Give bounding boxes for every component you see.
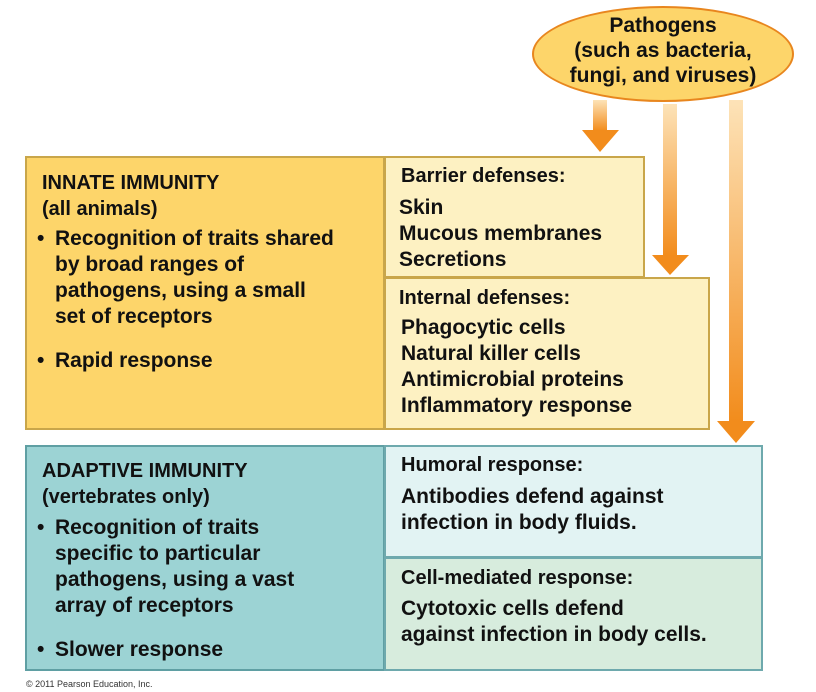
pathogens-line-1: Pathogens: [609, 14, 717, 37]
cellmed-body-line-2: against infection in body cells.: [401, 623, 707, 646]
barrier-item-mucous: Mucous membranes: [399, 222, 603, 245]
cellmed-heading: Cell-mediated response:: [401, 567, 634, 589]
internal-item-inflammatory: Inflammatory response: [401, 394, 633, 417]
internal-item-phagocytic: Phagocytic cells: [401, 316, 566, 339]
arrow-to-internal: [652, 104, 689, 275]
pathogens-line-3: fungi, and viruses): [569, 64, 757, 87]
cellmed-body-line-1: Cytotoxic cells defend: [401, 597, 624, 620]
innate-bullet-1-line-3: pathogens, using a small: [55, 279, 306, 302]
innate-bullet-1-line-2: by broad ranges of: [55, 253, 245, 276]
arrow-to-barrier: [582, 100, 619, 152]
internal-item-antimicrobial: Antimicrobial proteins: [401, 368, 624, 391]
internal-item-nk: Natural killer cells: [401, 342, 581, 365]
barrier-item-skin: Skin: [399, 196, 444, 219]
copyright-notice: © 2011 Pearson Education, Inc.: [26, 679, 153, 689]
internal-defenses-box: [384, 277, 710, 430]
cell-mediated-response-box: [384, 557, 763, 671]
adaptive-bullet-2: Slower response: [55, 638, 224, 661]
barrier-item-secretions: Secretions: [399, 248, 507, 271]
adaptive-subtitle: (vertebrates only): [42, 486, 210, 508]
internal-heading: Internal defenses:: [399, 287, 571, 309]
pathogens-label: Pathogens (such as bacteria, fungi, and …: [532, 13, 794, 88]
innate-bullet-2: Rapid response: [55, 349, 213, 372]
adaptive-title: ADAPTIVE IMMUNITY: [42, 460, 248, 482]
adaptive-bullet-1-line-4: array of receptors: [55, 594, 234, 617]
adaptive-bullet-1-glyph: •: [37, 516, 45, 539]
innate-bullet-1-glyph: •: [37, 227, 45, 250]
humoral-heading: Humoral response:: [401, 454, 584, 476]
arrow-to-adaptive: [717, 100, 755, 443]
innate-bullet-1-line-4: set of receptors: [55, 305, 213, 328]
innate-subtitle: (all animals): [42, 198, 158, 220]
barrier-defenses-box: [384, 156, 645, 278]
innate-title: INNATE IMMUNITY: [42, 172, 220, 194]
barrier-heading: Barrier defenses:: [401, 165, 566, 187]
adaptive-bullet-1-line-3: pathogens, using a vast: [55, 568, 295, 591]
pathogens-line-2: (such as bacteria,: [574, 39, 752, 62]
adaptive-bullet-2-glyph: •: [37, 638, 45, 661]
innate-bullet-1-line-1: Recognition of traits shared: [55, 227, 334, 250]
humoral-body-line-2: infection in body fluids.: [401, 511, 637, 534]
humoral-body-line-1: Antibodies defend against: [401, 485, 664, 508]
innate-bullet-2-glyph: •: [37, 349, 45, 372]
adaptive-bullet-1-line-1: Recognition of traits: [55, 516, 260, 539]
innate-immunity-box: [25, 156, 385, 430]
pathogens-ellipse: [532, 6, 794, 102]
adaptive-bullet-1-line-2: specific to particular: [55, 542, 261, 565]
